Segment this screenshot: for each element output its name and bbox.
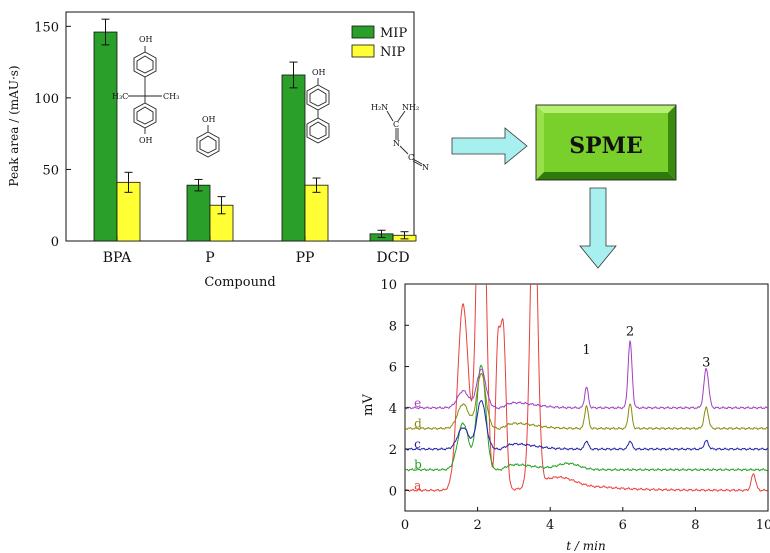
chrom-x-axis-label: t / min (566, 539, 605, 553)
bar-mip-bpa (93, 31, 118, 242)
chrom-x-tick-label: 8 (691, 518, 699, 533)
bar-y-tick-label: 100 (34, 92, 59, 107)
phenylphenol-oh: OH (312, 68, 326, 77)
bar-category-label: DCD (376, 250, 409, 266)
chrom-y-axis-label: mV (361, 394, 376, 416)
bar-y-tick-label: 0 (51, 235, 59, 250)
error-bar (289, 61, 298, 89)
bar-marks (93, 18, 417, 242)
bar-category-label: PP (296, 250, 315, 266)
chrom-y-tick-label: 6 (389, 361, 397, 376)
chrom-curve-label-a: a (414, 478, 421, 492)
dcd-n1: N (393, 139, 400, 148)
dcd-c2: C (408, 153, 414, 162)
bpa-ch3-left: H₃C (112, 92, 128, 101)
error-bar (312, 177, 321, 193)
error-bar (377, 229, 386, 238)
bar-mip-p (186, 184, 211, 242)
dcd-nh2: NH₂ (402, 103, 419, 112)
flow-diagram: SPME (451, 104, 677, 269)
bar-chart-frame (65, 11, 415, 242)
bar-y-axis-label: Peak area / (mAU·s) (7, 65, 21, 186)
bpa-structure (128, 46, 162, 134)
chrom-y-tick-label: 8 (389, 319, 397, 334)
chrom-y-tick-label: 0 (389, 484, 397, 499)
legend-swatch-mip (351, 25, 375, 39)
error-bar (101, 18, 110, 46)
chromatogram-frame (404, 283, 769, 512)
bar-y-tick-label: 50 (42, 163, 59, 178)
bar-category-label: P (205, 250, 214, 266)
chrom-trace-c (405, 399, 768, 451)
chrom-peak-labels: 1 2 3 (582, 325, 710, 371)
down-arrow (579, 187, 617, 269)
chrom-curve-label-b: b (414, 458, 422, 472)
legend-label-nip: NIP (380, 45, 406, 60)
dcd-n2: N (422, 163, 429, 172)
bar-y-ticks: 0 50 100 150 (34, 20, 71, 250)
chrom-trace-d (405, 372, 768, 431)
spme-bevel-right (668, 105, 676, 180)
chrom-curve-label-e: e (414, 396, 421, 410)
dcd-structure (386, 110, 423, 167)
chrom-curve-label-c: c (414, 437, 421, 451)
bpa-oh-top: OH (139, 35, 153, 44)
chrom-x-tick-label: 0 (401, 518, 409, 533)
peak-label: 3 (702, 356, 710, 371)
chrom-x-ticks: 0 2 4 6 8 10 (401, 507, 770, 533)
right-arrow (451, 127, 528, 165)
chrom-trace-b (405, 364, 768, 472)
chrom-y-tick-label: 2 (389, 443, 397, 458)
error-bar (194, 178, 203, 192)
chrom-y-ticks: 0 2 4 6 8 10 (380, 278, 409, 499)
chrom-x-tick-label: 2 (473, 518, 481, 533)
chrom-trace-e (405, 339, 768, 410)
spme-bevel-top (536, 105, 676, 113)
error-bar (217, 196, 226, 215)
error-bar (124, 171, 133, 193)
chrom-x-tick-label: 4 (546, 518, 554, 533)
error-bar (400, 231, 409, 240)
dcd-c1: C (393, 120, 399, 129)
chrom-trace-a (405, 284, 768, 492)
phenol-oh: OH (202, 115, 216, 124)
spme-box: SPME (535, 104, 677, 181)
bar-mip-pp (281, 74, 306, 242)
chrom-y-tick-label: 10 (380, 278, 397, 293)
chrom-x-tick-label: 10 (756, 518, 770, 533)
bpa-oh-bottom: OH (139, 136, 153, 145)
spme-face (544, 113, 668, 172)
spme-bevel-bottom (536, 172, 676, 180)
bar-legend: MIP NIP (351, 25, 407, 60)
chrom-y-tick-label: 4 (389, 402, 397, 417)
bar-nip-pp (304, 184, 329, 242)
spme-label: SPME (569, 133, 643, 159)
bar-x-axis-label: Compound (204, 275, 275, 290)
peak-label: 2 (626, 325, 634, 340)
bpa-ch3-right: CH₃ (163, 92, 179, 101)
peak-label: 1 (582, 343, 590, 358)
spme-outline (535, 104, 677, 181)
spme-bevel-left (536, 105, 544, 180)
bar-category-label: BPA (103, 250, 132, 266)
chrom-curve-label-d: d (414, 416, 422, 430)
legend-label-mip: MIP (380, 26, 407, 41)
phenol-structure (196, 125, 220, 158)
bar-y-tick-label: 150 (34, 20, 59, 35)
legend-swatch-nip (351, 44, 375, 58)
chrom-x-tick-label: 6 (619, 518, 627, 533)
dcd-h2n: H₂N (371, 103, 388, 112)
phenylphenol-structure (306, 78, 330, 144)
chromatogram-traces (405, 284, 768, 492)
